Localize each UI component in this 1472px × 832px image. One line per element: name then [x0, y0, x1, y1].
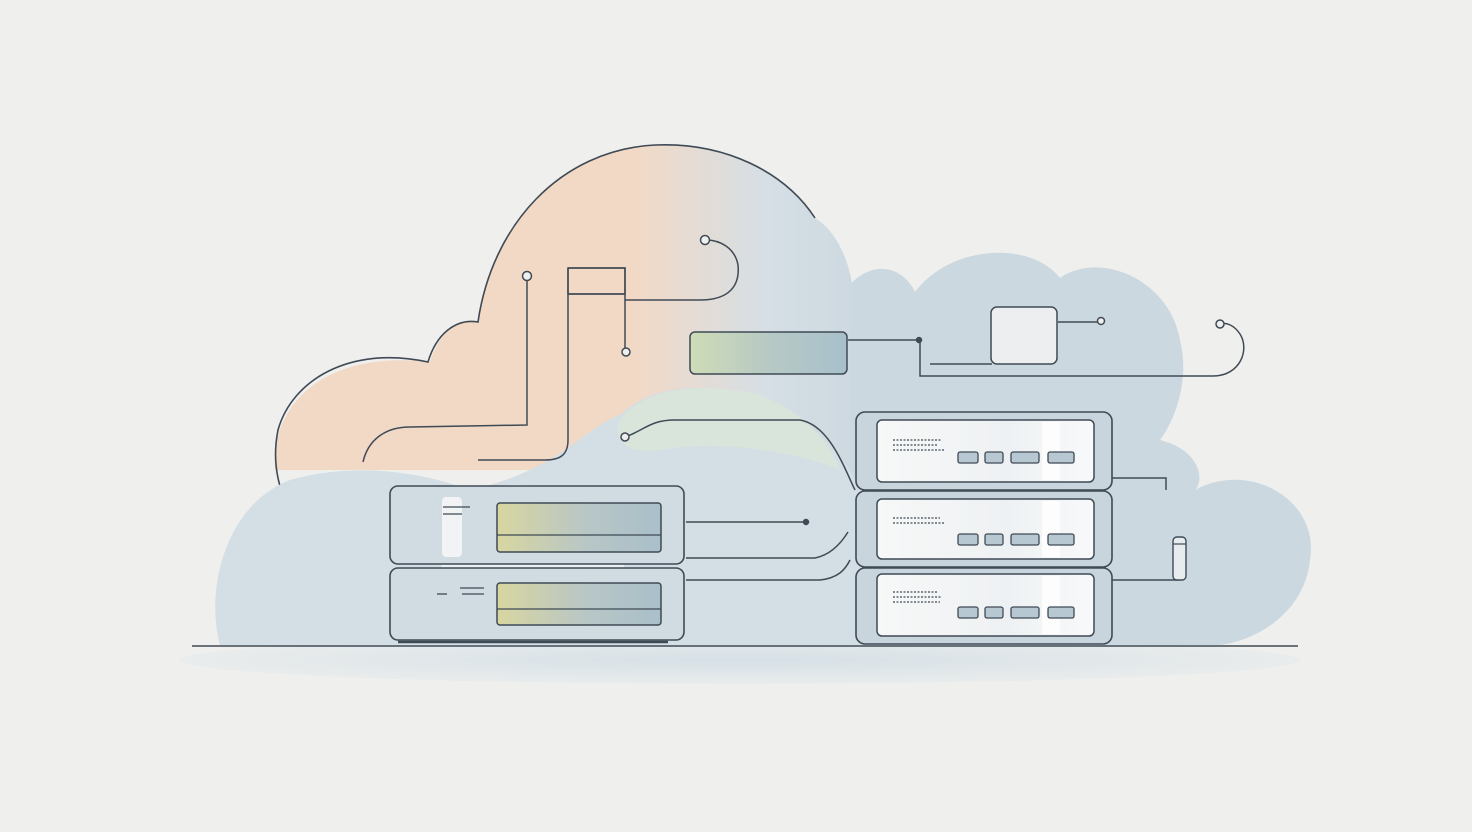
floating-drive-bar: [689, 331, 848, 375]
right-server-unit: [855, 411, 1113, 491]
peach-cloud-outline: [274, 144, 816, 561]
server-rack-icon: [389, 485, 685, 644]
left-server-unit: [389, 485, 685, 565]
green-cloud-tint: [617, 388, 840, 470]
connector-node-icon: [521, 234, 1225, 526]
ground-shadow: [180, 636, 1300, 684]
junction-box: [567, 267, 626, 295]
network-device-box: [990, 306, 1058, 365]
cylinder-icon: [1172, 536, 1187, 581]
right-server-unit: [855, 567, 1113, 645]
right-server-unit: [855, 490, 1113, 568]
network-switch-icon: [855, 411, 1113, 645]
left-server-unit: [389, 567, 685, 644]
